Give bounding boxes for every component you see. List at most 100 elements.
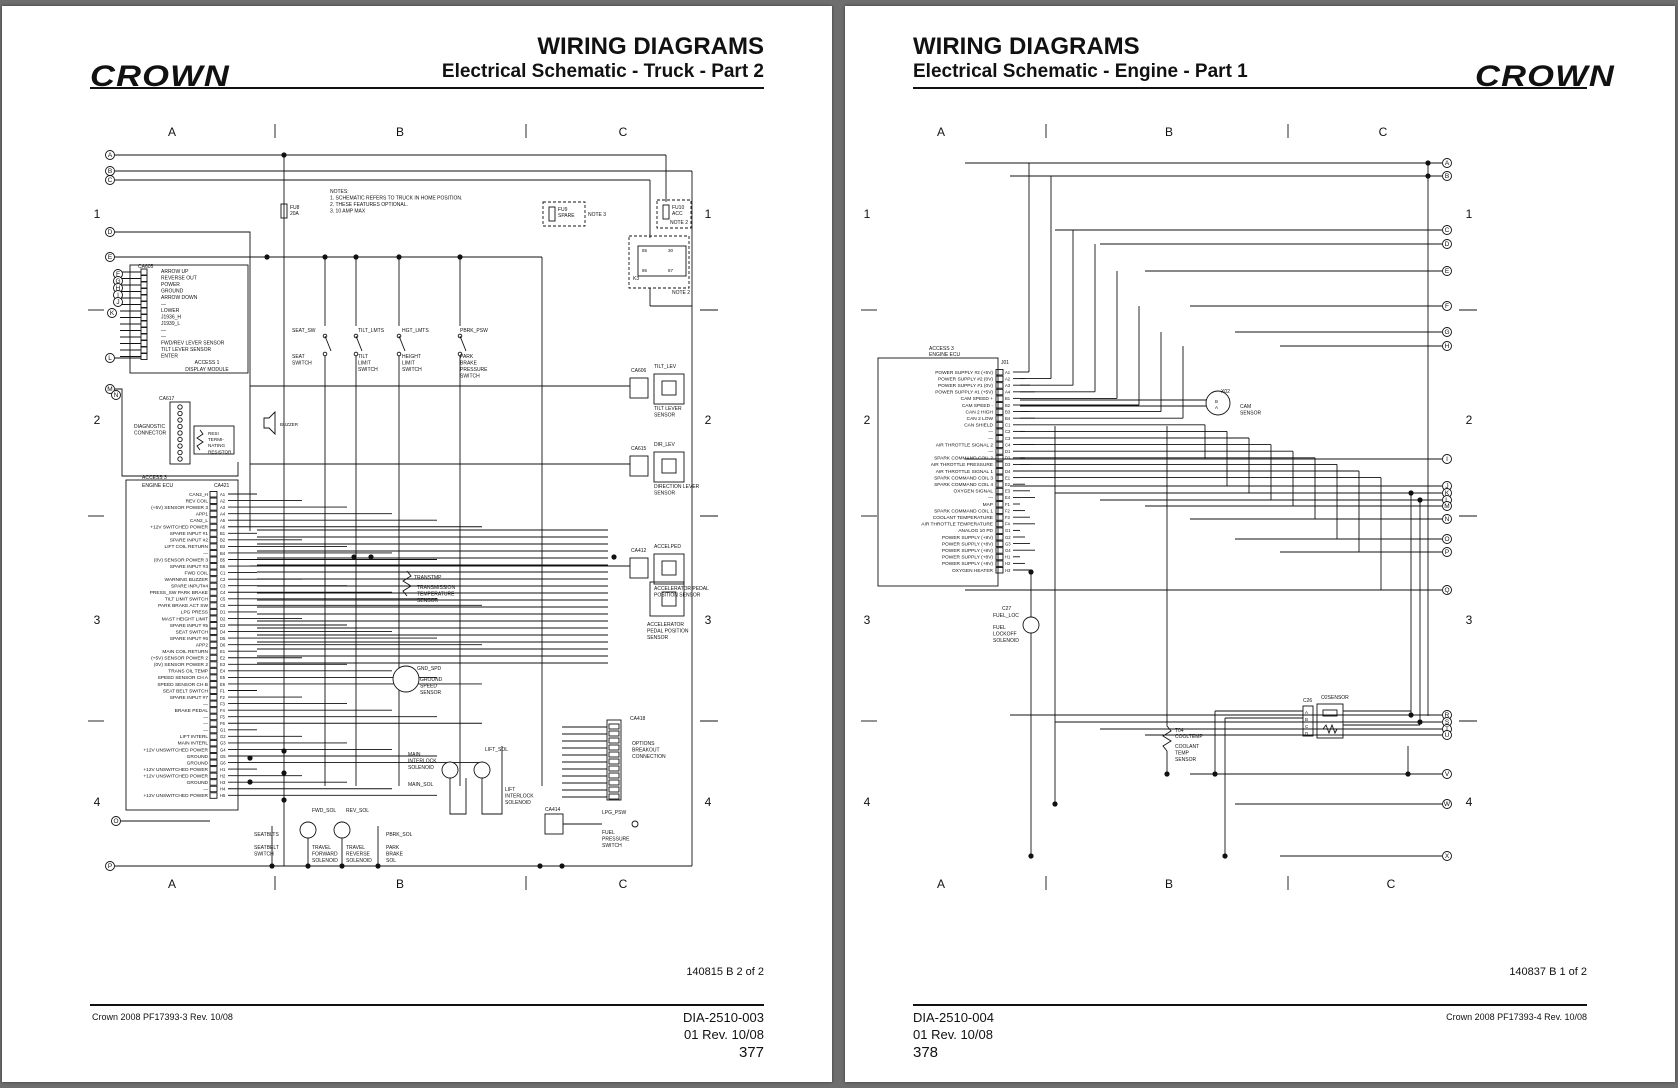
grid-row-label: 2 [705,413,712,427]
sensor-label: SENSOR [654,491,676,497]
ecu-pin-label: SPARE INPUT #5 [170,623,209,629]
footer-rule [913,1004,1587,1006]
pin-box [209,654,218,662]
pin-box [140,294,148,302]
component-ref: REV_SOL [346,808,369,814]
footer-rule [90,1004,764,1006]
component-ref: CA606 [631,368,647,374]
junction-dot [396,254,402,260]
pin-code: E4 [1005,495,1011,500]
pin-code: G1 [1005,528,1011,533]
component-label: SENSOR [1240,411,1262,417]
pin-box [995,428,1004,435]
ecu-pin-label: SPEED SENSOR CH A [158,675,209,681]
ecu-pin-label: TRANS OIL TEMP [168,669,208,675]
pin-label: POWER [161,282,180,288]
options-connector [606,719,622,801]
diag-pin [177,423,183,430]
pin-box [209,589,218,596]
pin-box [995,461,1004,468]
pin-box [995,534,1004,541]
pin-code: F2 [220,695,226,700]
pin-code: E2 [1005,482,1011,487]
pin-code: G5 [220,754,226,759]
rail-letter: U [1445,732,1450,739]
note-label: NOTE 2 [672,290,690,296]
component-name: TILT_LEV [654,364,677,370]
rail-bubble [1442,301,1452,311]
pin-code: A6 [220,525,226,530]
rail-bubble [105,384,115,394]
component-ref: X02 [1221,389,1230,395]
terminating-resistor-box [193,425,235,455]
pin-box [209,661,218,668]
pin-label: FWD/REV LEVER SENSOR [161,341,225,347]
pin-code: B3 [220,544,226,549]
pin-box [209,510,218,518]
pin-code: A3 [220,505,226,510]
component-ref: C26 [1303,698,1312,704]
component-name: ACCESS 3 [929,346,954,352]
grid-row-label: 3 [94,613,101,627]
rail-d [115,231,251,531]
rail-bubble [1442,769,1452,779]
rail-letter: C [108,177,113,184]
junction-dot [611,554,617,560]
pin-box [209,759,218,766]
pin-label: REVERSE OUT [161,276,197,282]
pin-box [209,772,218,780]
rail-bubble [1442,851,1452,861]
engine-ecu [877,357,999,587]
ecu-pin-label: — [988,430,993,435]
ecu-pin-label: — [203,788,208,793]
pin-code: B1 [1005,396,1011,401]
component-ref: CA414 [545,807,561,813]
junction-dot [1212,771,1218,777]
grid-col-label: C [619,125,628,139]
pin-code: F3 [1005,515,1011,520]
o2-pin: B [1305,717,1308,722]
display-module [129,264,249,374]
footer-copyright: Crown 2008 PF17393-4 Rev. 10/08 [1446,1012,1587,1022]
ecu-pin-label: MAST HEIGHT LIMIT [162,616,208,622]
grid-row-label: 3 [705,613,712,627]
ecu-pin-label: CAN SHIELD [964,423,993,429]
lpg-connector [544,813,564,835]
component-label: CONNECTOR [134,431,167,437]
resistor-symbol [196,429,204,451]
pin-box [995,448,1004,455]
rail-letter: P [108,863,112,870]
pin-box [140,320,148,328]
ecu-pin-label: — [988,450,993,455]
switch-blade [459,335,467,352]
rail-bubble [1442,239,1452,249]
ecu-pin-label: +12V UNSWITCHED POWER [143,767,208,773]
component-ref: CA412 [631,548,647,554]
component-label: SPEED [420,684,437,690]
pin-box [995,441,1004,449]
pin-box [995,382,1004,389]
switch-contact [353,351,359,357]
pin-code: D6 [220,642,226,647]
grid-row-label: 4 [705,795,712,809]
rail-letter: A [1445,160,1450,167]
switch-label: TILT [358,354,368,360]
pin-box [608,793,620,800]
component-label: SENSOR [420,690,442,696]
diag-pin [177,404,183,410]
rail-bubble [105,252,115,262]
grid-row-label: 3 [864,613,871,627]
solenoid [299,821,317,839]
relay-pin: 85 [642,248,648,253]
pin-box [995,421,1004,429]
pin-box [209,504,218,511]
junction-dot [1052,801,1058,807]
pin-box [608,744,620,751]
pin-code: B5 [220,557,226,562]
pin-box [995,553,1004,561]
pin-code: C2 [1005,429,1011,434]
rail-letter: N [114,392,119,399]
pin-box [995,454,1004,462]
component-ref: LIFT_SOL [485,747,508,753]
